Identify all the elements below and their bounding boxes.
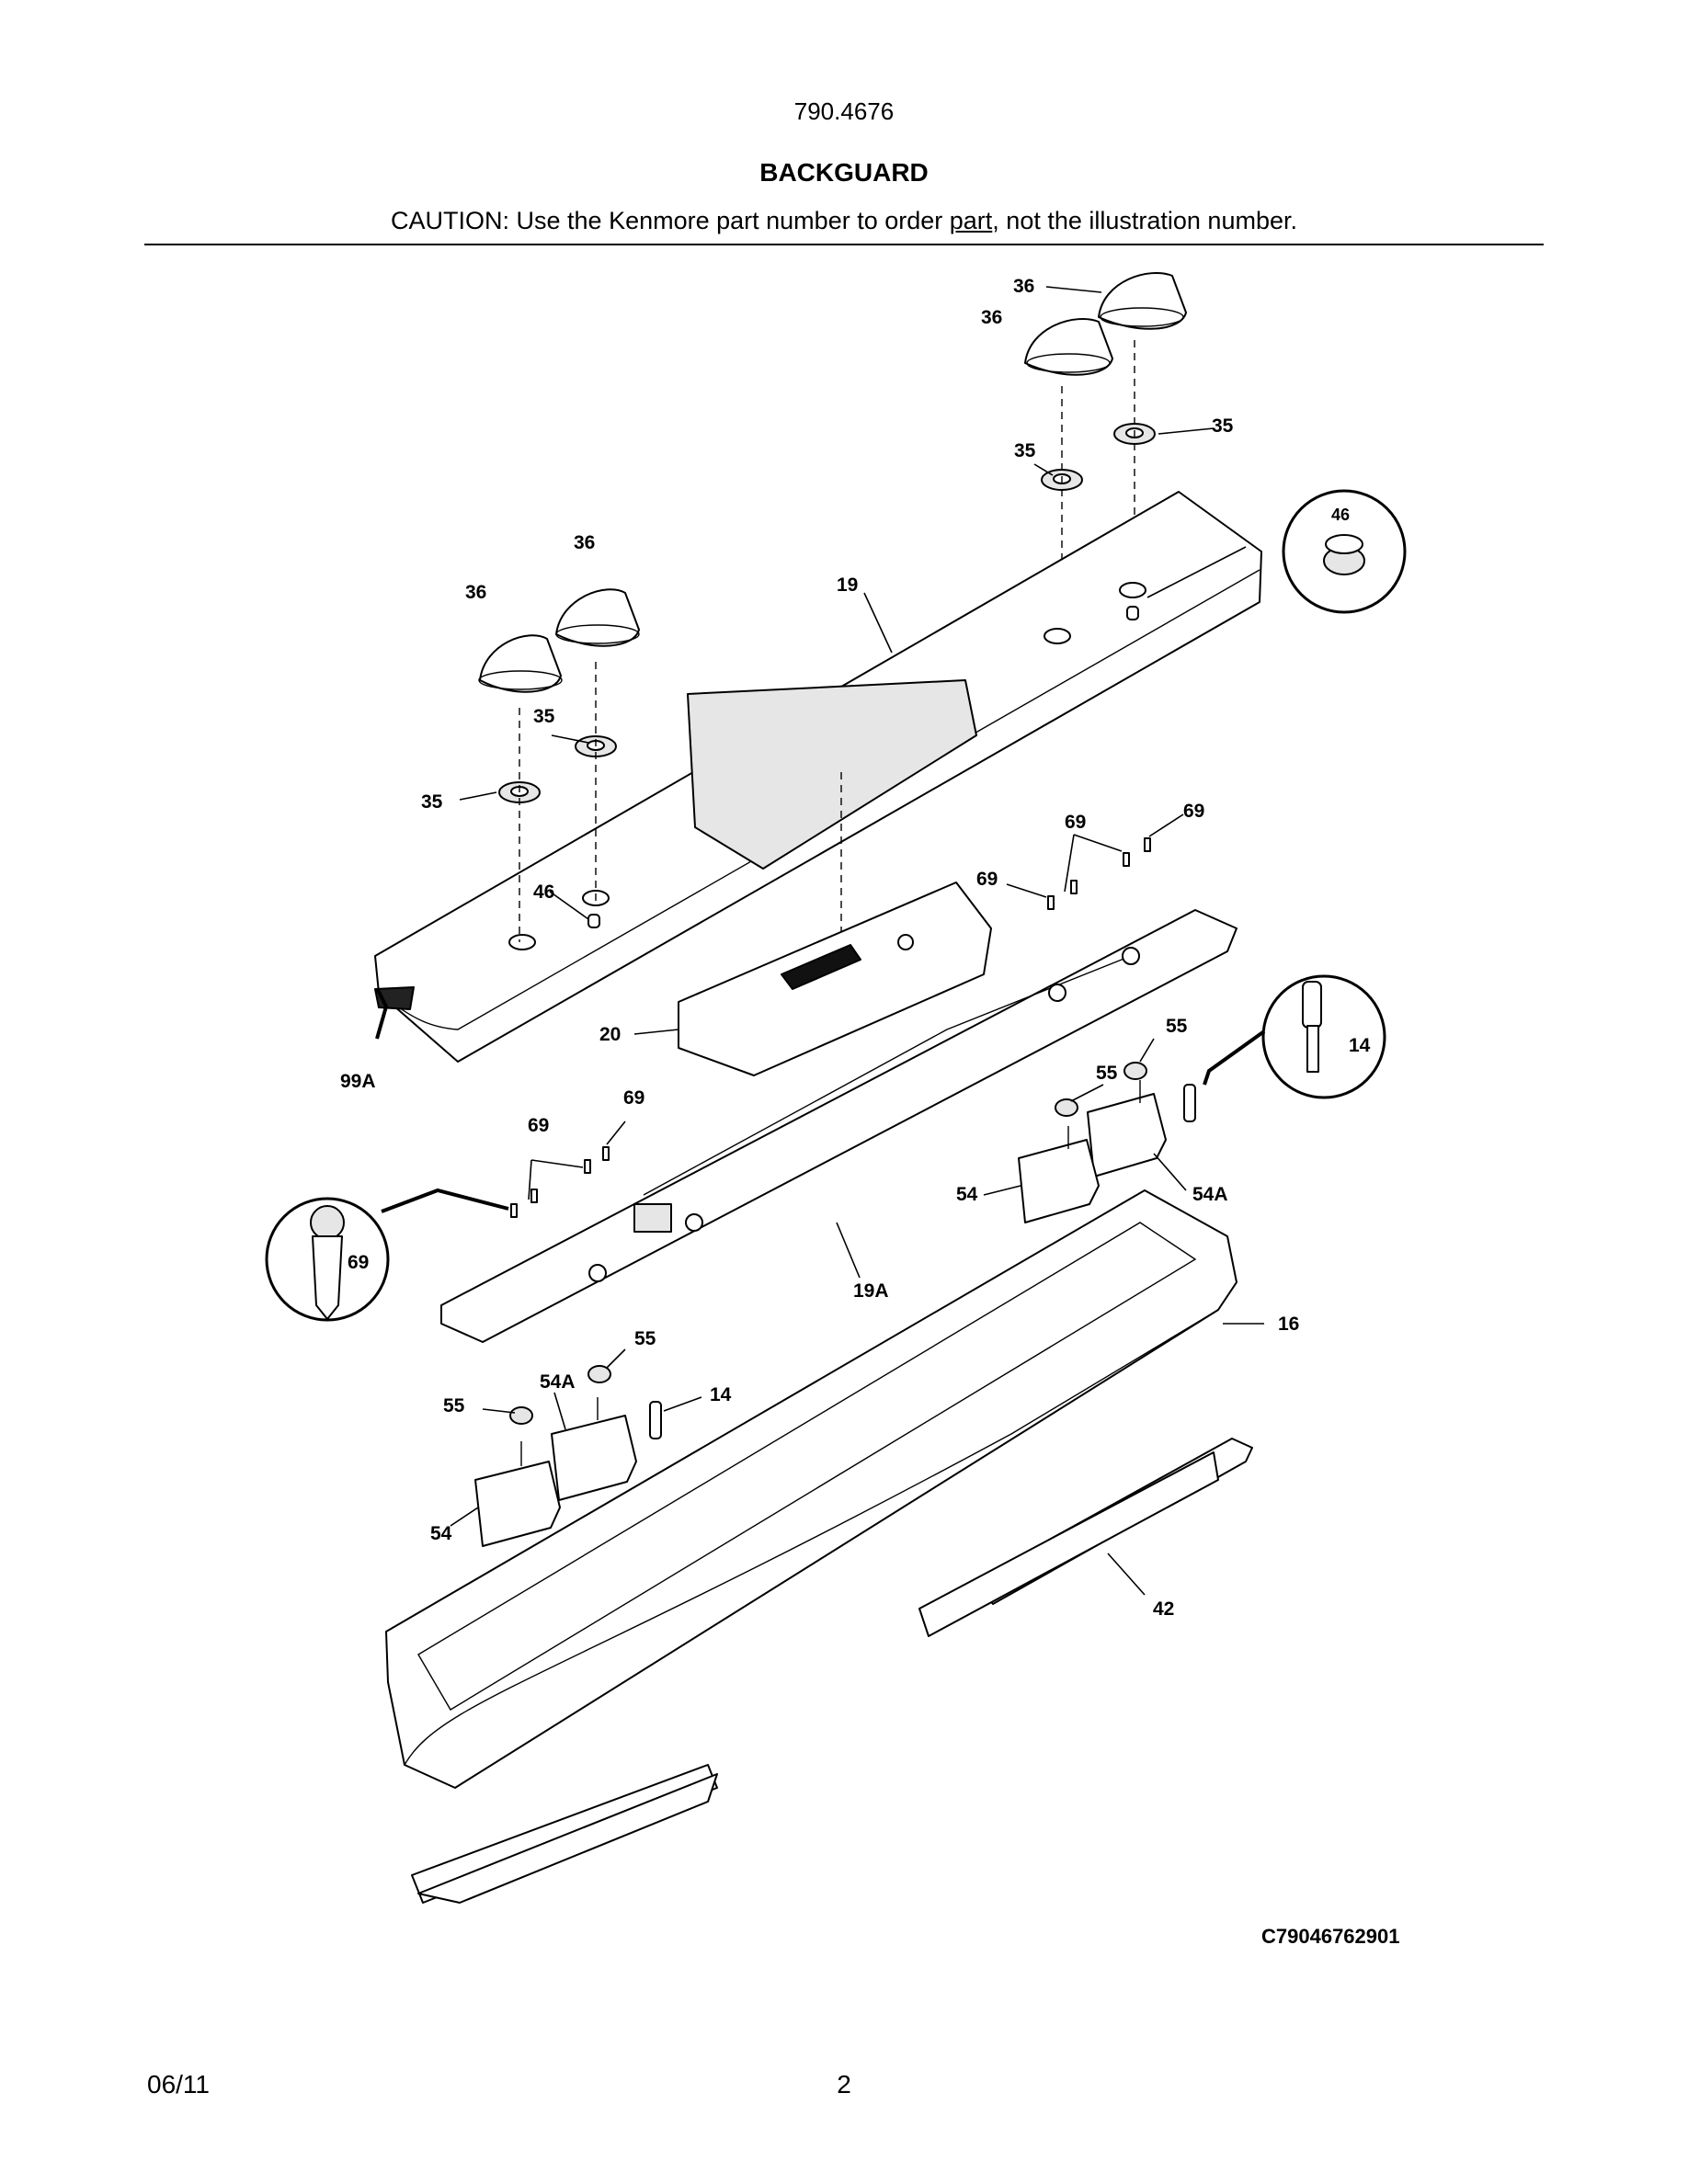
screws bbox=[510, 837, 1151, 1218]
callout-35: 35 bbox=[1014, 440, 1036, 461]
backguard-housing bbox=[385, 1189, 1237, 1789]
switch-bracket-left bbox=[509, 1365, 611, 1425]
switch-bracket-right bbox=[1055, 1062, 1147, 1117]
callout-69: 69 bbox=[1065, 812, 1086, 833]
callout-35: 35 bbox=[1212, 415, 1234, 437]
callout-36: 36 bbox=[981, 307, 1002, 328]
callout-46: 46 bbox=[1331, 506, 1350, 524]
callout-14: 14 bbox=[1349, 1035, 1371, 1056]
callout-55: 55 bbox=[1166, 1016, 1188, 1037]
knob-right-rear bbox=[1098, 272, 1187, 330]
knob-right-front bbox=[1024, 318, 1113, 376]
callout-36: 36 bbox=[574, 532, 595, 553]
infinite-switch-left-front bbox=[474, 1441, 561, 1547]
callout-54: 54 bbox=[956, 1184, 978, 1205]
infinite-switch-right-front bbox=[1018, 1126, 1100, 1223]
callout-69: 69 bbox=[1183, 801, 1204, 822]
callout-54a: 54A bbox=[540, 1371, 576, 1393]
callout-55: 55 bbox=[634, 1328, 656, 1349]
page-title: BACKGUARD bbox=[759, 158, 929, 187]
detail-circle-indicator-light bbox=[1261, 974, 1386, 1099]
callout-42: 42 bbox=[1153, 1598, 1174, 1620]
caution-underlined-word: part bbox=[949, 207, 993, 234]
model-number: 790.4676 bbox=[793, 97, 895, 125]
callout-99a: 99A bbox=[340, 1071, 376, 1092]
header-rule bbox=[144, 244, 1544, 245]
leader-lines bbox=[375, 286, 1266, 1596]
callout-54a: 54A bbox=[1192, 1184, 1228, 1205]
callout-35: 35 bbox=[421, 791, 443, 813]
infinite-switch-right-rear bbox=[1087, 1080, 1167, 1177]
detail-circle-screw bbox=[265, 1197, 390, 1322]
callout-19a: 19A bbox=[853, 1280, 889, 1302]
mounting-bracket bbox=[440, 909, 1237, 1343]
callout-19: 19 bbox=[837, 574, 858, 596]
callout-35: 35 bbox=[533, 706, 555, 727]
callout-36: 36 bbox=[465, 582, 486, 603]
figure-code: C79046762901 bbox=[1261, 1925, 1400, 1948]
callout-36: 36 bbox=[1013, 276, 1034, 297]
knob-left-front bbox=[478, 634, 563, 693]
trim-strip-rear bbox=[918, 1438, 1253, 1637]
callout-55: 55 bbox=[1096, 1063, 1118, 1084]
hole-plug-left bbox=[587, 914, 600, 928]
callout-69: 69 bbox=[348, 1252, 369, 1273]
indicator-light-left bbox=[649, 1401, 662, 1439]
callout-14: 14 bbox=[710, 1384, 732, 1405]
page-number: 2 bbox=[837, 2070, 851, 2099]
trim-strip-front bbox=[411, 1764, 718, 1904]
callout-69: 69 bbox=[528, 1115, 549, 1136]
caution-note: CAUTION: Use the Kenmore part number to … bbox=[0, 207, 1688, 235]
caution-text-end: , not the illustration number. bbox=[992, 207, 1297, 234]
caution-text: CAUTION: Use the Kenmore part number to … bbox=[391, 207, 950, 234]
hole-plug-right bbox=[1126, 606, 1139, 620]
detail-circle-plug bbox=[1282, 489, 1407, 614]
callout-69: 69 bbox=[976, 869, 998, 890]
infinite-switch-left-rear bbox=[551, 1397, 637, 1501]
callout-16: 16 bbox=[1278, 1314, 1299, 1335]
callout-55: 55 bbox=[443, 1395, 465, 1416]
callout-69: 69 bbox=[623, 1087, 644, 1109]
electronic-control-board bbox=[678, 882, 992, 1076]
callout-20: 20 bbox=[599, 1024, 621, 1045]
indicator-light-right bbox=[1183, 1084, 1196, 1122]
callout-54: 54 bbox=[430, 1523, 452, 1544]
footer-date: 06/11 bbox=[147, 2070, 210, 2099]
knob-left-rear bbox=[555, 588, 640, 647]
callout-46: 46 bbox=[533, 882, 554, 903]
